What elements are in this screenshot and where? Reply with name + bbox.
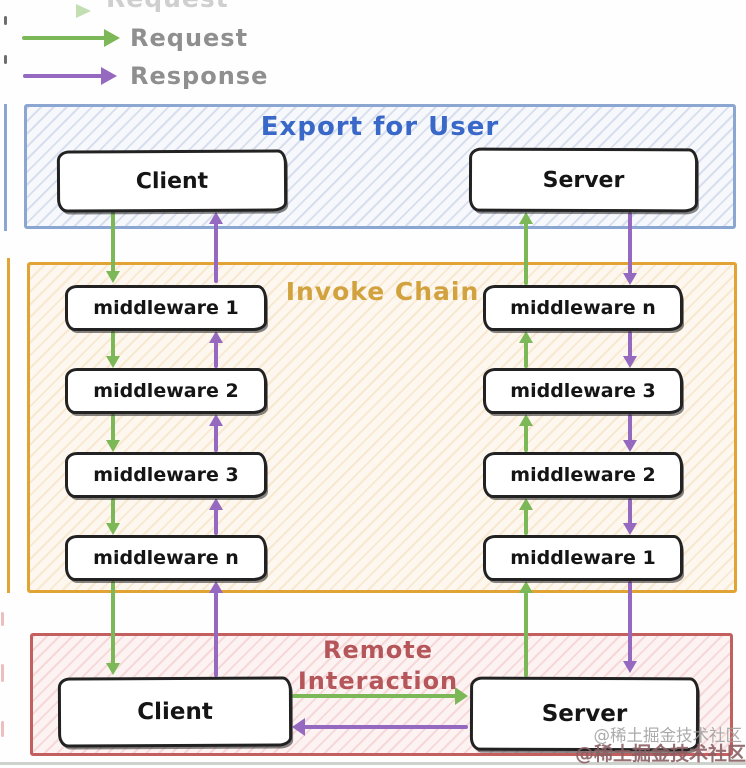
node-label: middleware 2 bbox=[510, 464, 656, 486]
cropped-blue-frame-edge bbox=[4, 104, 7, 231]
node-label: middleware 1 bbox=[93, 297, 239, 319]
node-label: Server bbox=[542, 167, 625, 193]
node-label: middleware 2 bbox=[93, 380, 239, 402]
cropped-orange-frame-edge bbox=[7, 258, 10, 593]
node-label: Client bbox=[135, 168, 209, 194]
remote-title-line2: Interaction bbox=[297, 667, 459, 695]
cropped-legend-row: Request bbox=[0, 0, 300, 18]
middleware-node: middleware 2 bbox=[483, 452, 683, 498]
remote-interaction-title: Remote Interaction bbox=[293, 635, 463, 697]
middleware-node: middleware n bbox=[65, 535, 267, 581]
middleware-node: middleware 2 bbox=[65, 368, 267, 414]
node-label: middleware n bbox=[93, 547, 239, 569]
node-label: middleware n bbox=[510, 297, 656, 319]
watermark: @稀土掘金技术社区 bbox=[593, 726, 743, 745]
stray-ink-mark bbox=[4, 55, 7, 64]
middleware-node: middleware n bbox=[483, 285, 683, 331]
remote-title-line1: Remote bbox=[322, 636, 433, 664]
middleware-node: middleware 1 bbox=[483, 535, 683, 581]
stray-ink-mark bbox=[1, 721, 4, 737]
server-node: Server bbox=[468, 147, 699, 213]
node-label: Client bbox=[137, 698, 213, 726]
node-label: middleware 3 bbox=[93, 464, 239, 486]
stray-ink-mark bbox=[1, 612, 4, 626]
stray-ink-mark bbox=[1, 664, 4, 682]
stray-ink-mark bbox=[4, 16, 7, 25]
response-arrow-legend bbox=[23, 67, 117, 85]
node-label: middleware 1 bbox=[510, 547, 656, 569]
export-for-user-title: Export for User bbox=[260, 112, 500, 142]
client-node: Client bbox=[56, 149, 288, 213]
middleware-node: middleware 3 bbox=[65, 452, 267, 498]
watermark: @稀土掘金技术社区 bbox=[574, 743, 746, 765]
invoke-chain-title: Invoke Chain bbox=[285, 277, 480, 306]
cropped-request-arrowhead-icon bbox=[76, 4, 91, 18]
request-arrow-legend bbox=[22, 29, 120, 47]
node-label: middleware 3 bbox=[510, 380, 656, 402]
legend-response-label: Response bbox=[130, 62, 269, 90]
client-node: Client bbox=[57, 676, 293, 748]
middleware-node: middleware 1 bbox=[65, 285, 267, 331]
cropped-bottom-edge bbox=[0, 762, 746, 765]
cropped-request-label: Request bbox=[106, 0, 229, 13]
legend-request-label: Request bbox=[130, 24, 249, 52]
middleware-node: middleware 3 bbox=[483, 368, 683, 414]
